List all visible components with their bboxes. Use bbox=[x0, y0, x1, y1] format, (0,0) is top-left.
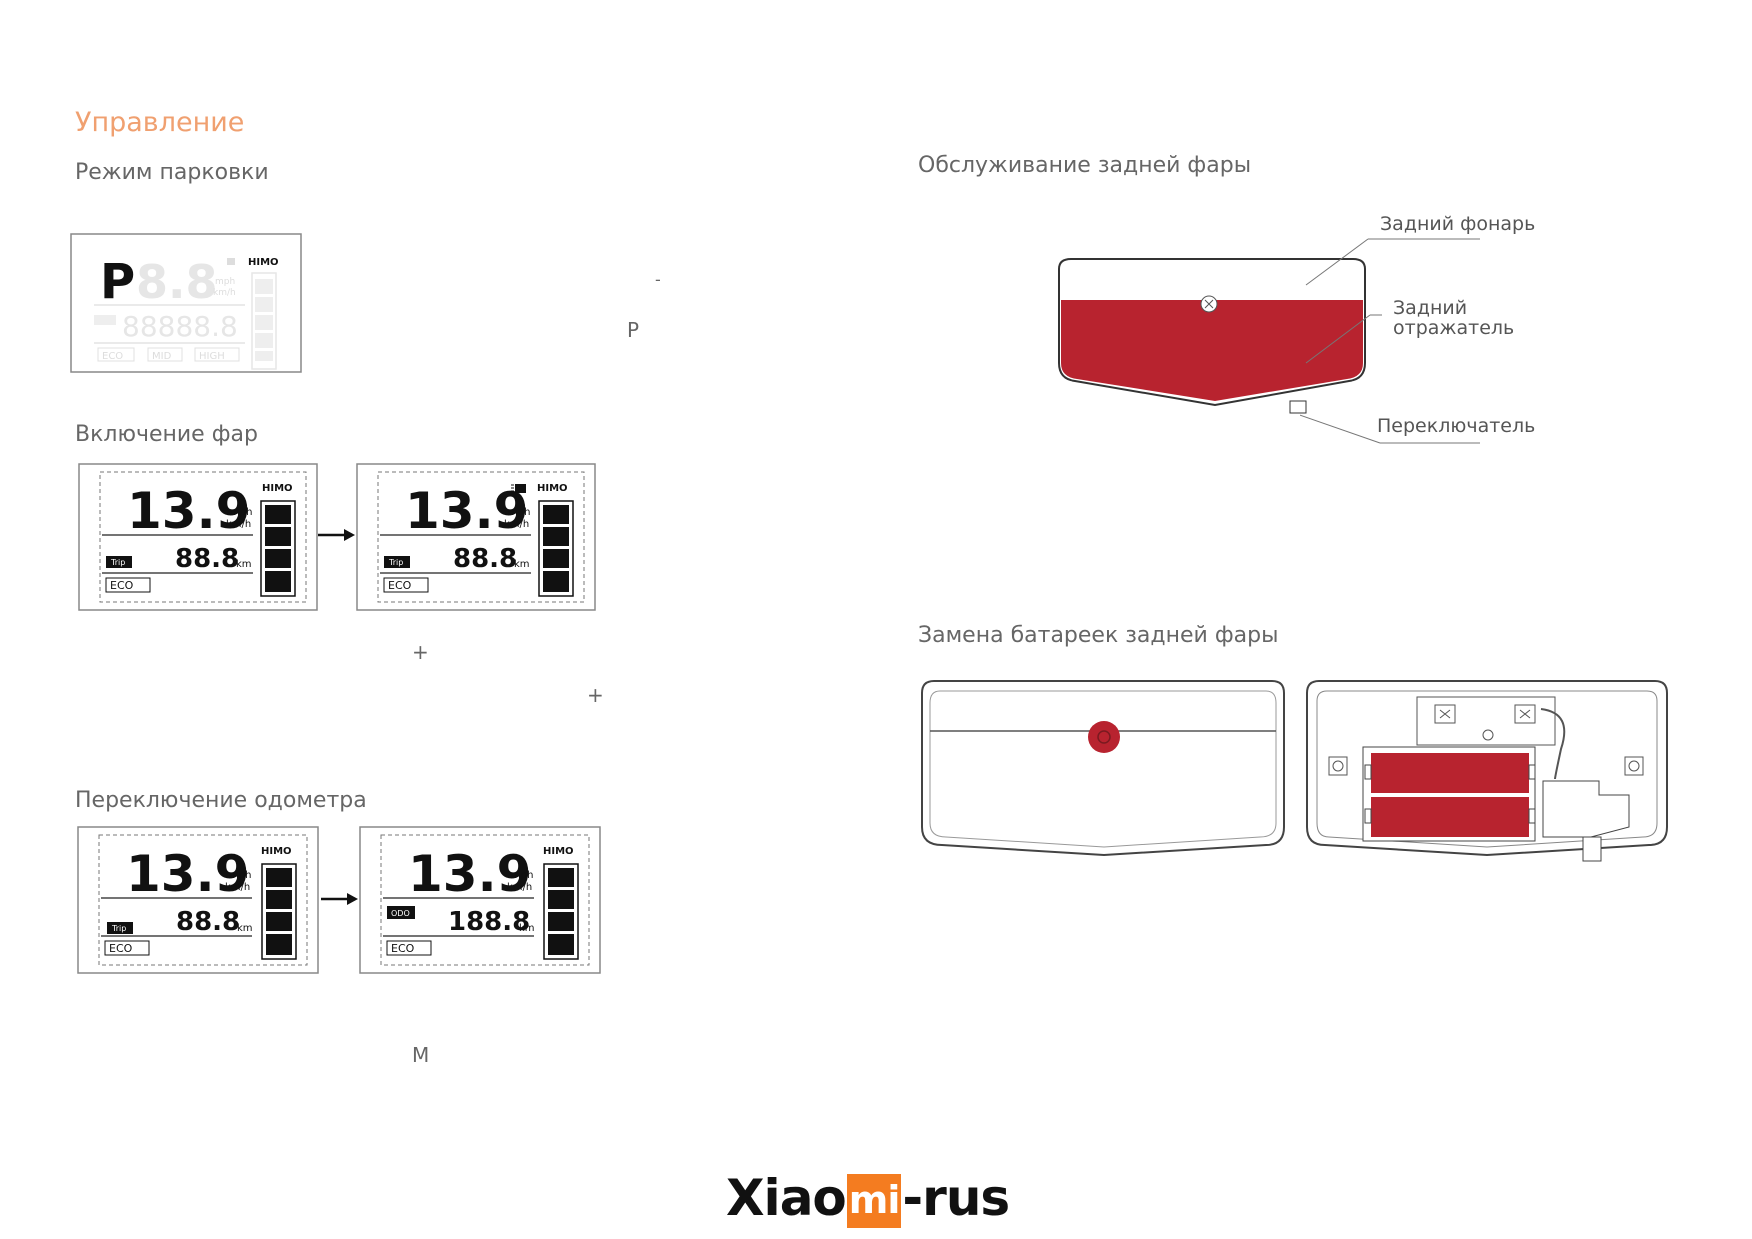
speed-readout: 13.9 bbox=[405, 482, 528, 540]
headlight-heading: Включение фар bbox=[75, 422, 258, 447]
headlight-display-before: 13.9 HIMO mph km/h Trip 88.8 km ECO bbox=[78, 463, 318, 611]
label-taillight: Задний фонарь bbox=[1380, 213, 1536, 235]
parking-brand: HIMO bbox=[248, 257, 279, 268]
trip-badge: Trip bbox=[388, 558, 403, 567]
page-title: Управление bbox=[75, 107, 245, 138]
trip-value: 88.8 bbox=[453, 544, 517, 574]
odometer-display-after: 13.9 HIMO mph km/h ODO 188.8 km ECO bbox=[359, 826, 601, 974]
parking-kmh: km/h bbox=[213, 288, 236, 298]
label-reflector-line2: отражатель bbox=[1393, 317, 1515, 339]
rear-reflector bbox=[1061, 300, 1363, 401]
km-label: km bbox=[237, 923, 253, 934]
battery-replace-heading: Замена батареек задней фары bbox=[918, 623, 1279, 648]
odo-badge: ODO bbox=[391, 909, 410, 918]
switch-knob bbox=[1582, 836, 1602, 862]
kmh-label: km/h bbox=[225, 882, 250, 893]
speed-readout: 13.9 bbox=[127, 482, 250, 540]
minus-symbol: - bbox=[655, 270, 661, 289]
odo-value: 188.8 bbox=[448, 907, 530, 937]
screw-icon bbox=[1088, 721, 1120, 753]
odometer-heading: Переключение одометра bbox=[75, 788, 367, 813]
parking-mode-mid: MID bbox=[152, 351, 172, 362]
logo-text-xiao: Xiao bbox=[726, 1169, 847, 1227]
kmh-label: km/h bbox=[226, 519, 251, 530]
headlight-display-after: 13.9 HIMO mph km/h Trip 88.8 km ECO bbox=[356, 463, 596, 611]
mph-label: mph bbox=[230, 507, 252, 518]
mph-label: mph bbox=[229, 870, 251, 881]
km-label: km bbox=[236, 559, 252, 570]
kmh-label: km/h bbox=[507, 882, 532, 893]
parking-odo: 88888.8 bbox=[122, 310, 238, 343]
parking-mode-eco: ECO bbox=[102, 351, 123, 362]
speed-readout: 13.9 bbox=[408, 845, 531, 903]
parking-lcd-display: P 8.8 HIMO mph km/h 88888.8 ECO MID HIGH bbox=[70, 233, 302, 373]
trip-badge: Trip bbox=[111, 924, 126, 933]
switch-knob bbox=[1289, 400, 1307, 414]
trip-badge: Trip bbox=[110, 558, 125, 567]
km-label: km bbox=[514, 559, 530, 570]
battery-icon bbox=[1371, 797, 1529, 837]
parking-p-digit: P bbox=[100, 254, 135, 310]
odometer-display-before: 13.9 HIMO mph km/h Trip 88.8 km ECO bbox=[77, 826, 319, 974]
plus-symbol-1: + bbox=[412, 640, 429, 664]
parking-mode-high: HIGH bbox=[199, 351, 225, 362]
mode-label: ECO bbox=[391, 942, 415, 955]
taillight-diagram bbox=[1055, 255, 1370, 415]
brand-label: HIMO bbox=[537, 483, 568, 494]
kmh-label: km/h bbox=[504, 519, 529, 530]
brand-label: HIMO bbox=[543, 846, 574, 857]
parking-heading: Режим парковки bbox=[75, 160, 269, 185]
brand-logo: Xiaomi-rus bbox=[726, 1168, 1010, 1228]
label-switch: Переключатель bbox=[1377, 415, 1536, 437]
taillight-service-heading: Обслуживание задней фары bbox=[918, 153, 1252, 178]
mode-label: ECO bbox=[110, 579, 134, 592]
mode-label: ECO bbox=[388, 579, 412, 592]
taillight-cover-diagram bbox=[918, 677, 1290, 857]
brand-label: HIMO bbox=[262, 483, 293, 494]
mph-label: mph bbox=[511, 870, 533, 881]
km-label: km bbox=[519, 923, 535, 934]
plus-symbol-2: + bbox=[587, 683, 604, 707]
battery-compartment-diagram bbox=[1303, 677, 1673, 867]
m-symbol: M bbox=[412, 1043, 430, 1067]
trip-value: 88.8 bbox=[175, 544, 239, 574]
logo-text-rus: -rus bbox=[902, 1169, 1010, 1227]
logo-mi-badge: mi bbox=[846, 1174, 902, 1228]
parking-mph: mph bbox=[215, 277, 235, 287]
battery-icon bbox=[1371, 753, 1529, 793]
leader-lines bbox=[1300, 238, 1480, 444]
brand-label: HIMO bbox=[261, 846, 292, 857]
speed-readout: 13.9 bbox=[126, 845, 249, 903]
p-symbol: P bbox=[627, 318, 640, 342]
mph-label: mph bbox=[508, 507, 530, 518]
headlight-icon bbox=[511, 484, 526, 493]
label-reflector-line1: Задний bbox=[1393, 297, 1468, 319]
arrow-icon bbox=[321, 891, 359, 911]
trip-value: 88.8 bbox=[176, 907, 240, 937]
arrow-icon bbox=[318, 527, 356, 547]
mode-label: ECO bbox=[109, 942, 133, 955]
svg-text:8.8: 8.8 bbox=[136, 255, 218, 309]
